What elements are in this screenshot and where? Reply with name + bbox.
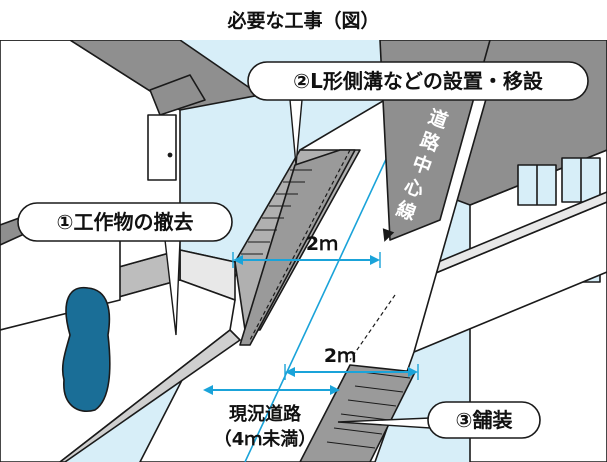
gutter-hatching <box>241 169 411 449</box>
road-label-line1: 現況道路 <box>229 403 302 425</box>
callout-2-box <box>247 61 589 101</box>
dimension-road <box>203 385 340 395</box>
gutter-right <box>299 364 416 462</box>
construction-illustration: 道 路 中 心 線 ▼ ②L形側溝などの設置・移設 ①工作物の撤去 ③舗装 2ｍ… <box>0 40 607 462</box>
diagram-title: 必要な工事（図） <box>227 10 380 32</box>
dimension-top <box>232 252 381 268</box>
distance-label-bottom: 2ｍ <box>324 345 356 367</box>
callout-3-box <box>427 401 541 439</box>
dimension-bottom <box>284 364 419 380</box>
tree <box>61 286 111 412</box>
road-label-line2: （4ｍ未満） <box>214 428 317 450</box>
callout-2-text: ②L形側溝などの設置・移設 <box>293 69 544 93</box>
road-edge-dashed <box>249 149 351 341</box>
road-center-line <box>244 139 396 462</box>
callout-1-box <box>17 202 233 242</box>
callout-1-text: ①工作物の撤去 <box>57 210 194 234</box>
distance-label-top: 2ｍ <box>306 233 338 255</box>
callout-3-text: ③舗装 <box>456 408 513 432</box>
